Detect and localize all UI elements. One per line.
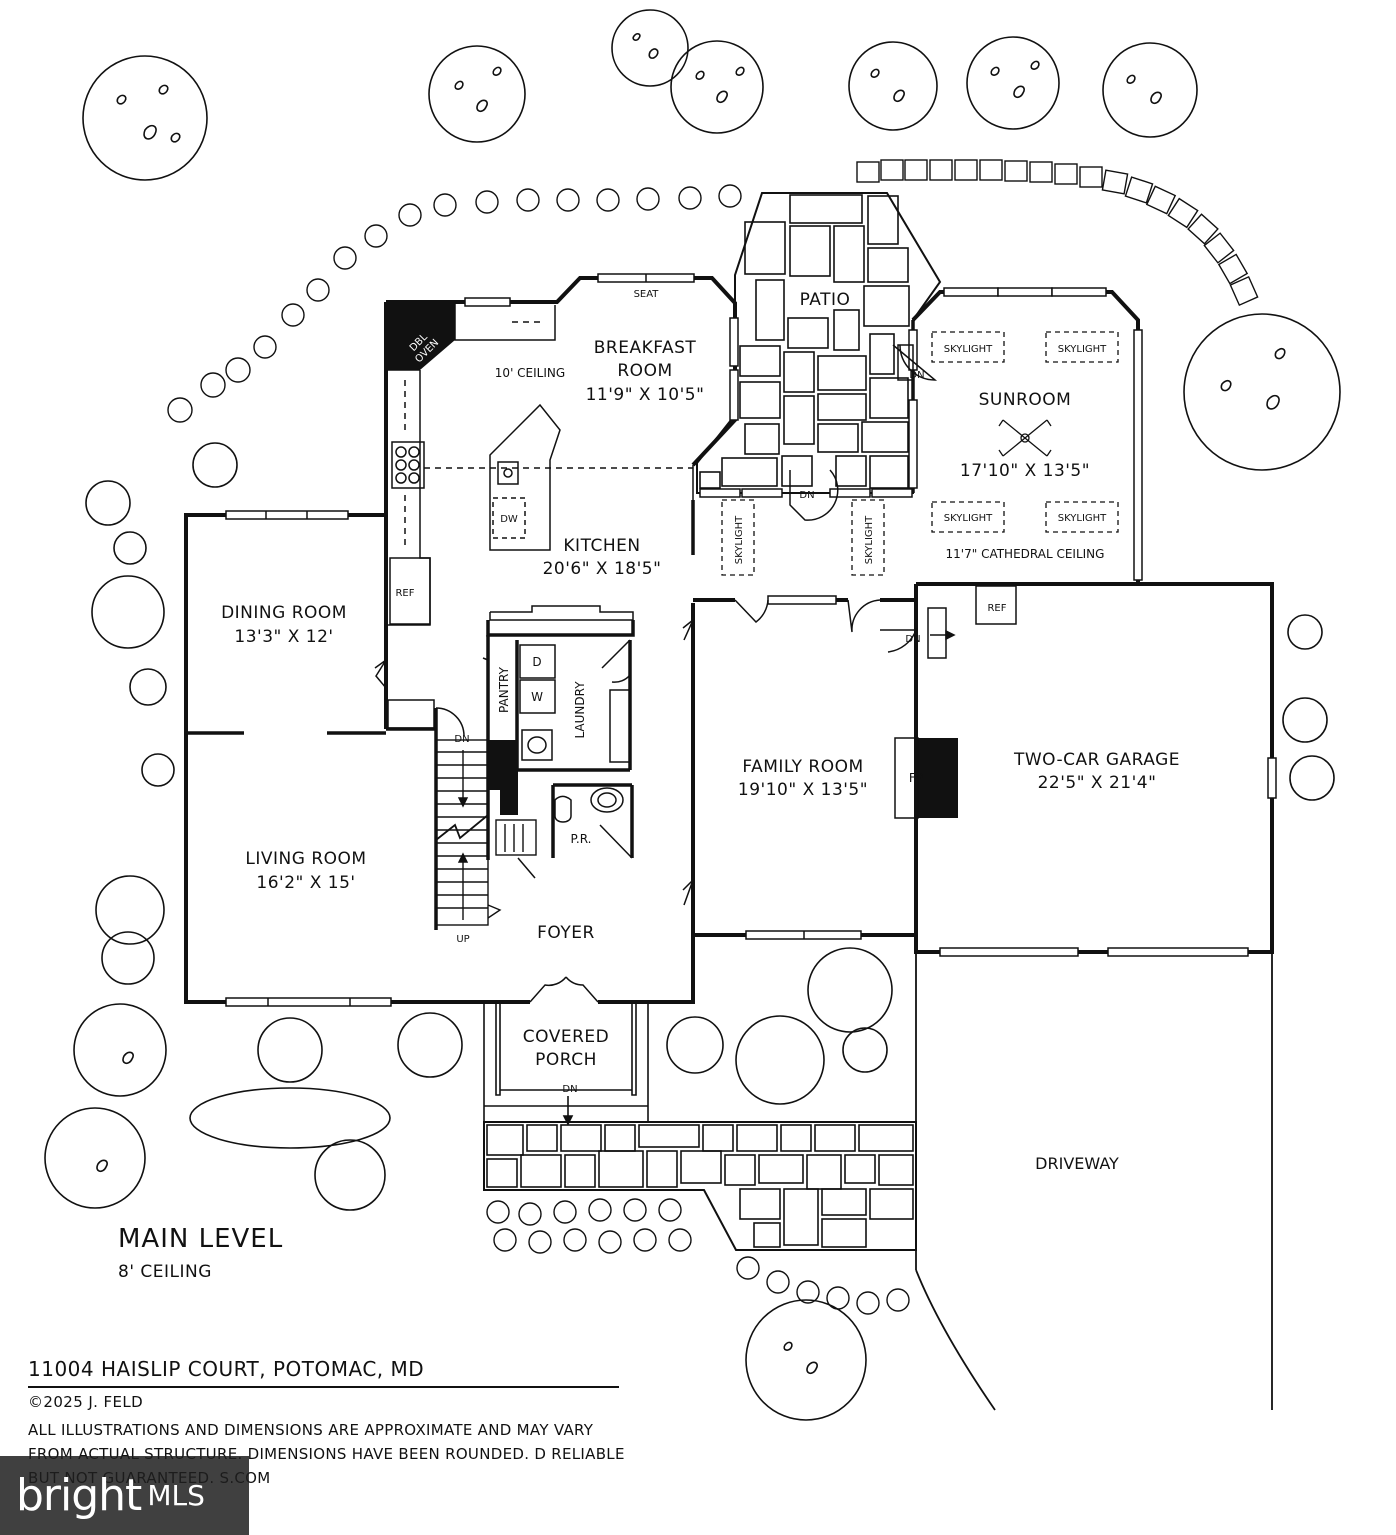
powder-room-label: P.R. [571, 832, 592, 846]
porch-name-2: PORCH [535, 1050, 597, 1070]
skylight-label: SKYLIGHT [864, 515, 875, 564]
dining-room-dims: 13'3" X 12' [234, 627, 333, 647]
skylight-label: SKYLIGHT [944, 344, 993, 355]
fireplace-label: FP [909, 771, 923, 785]
kitchen-ref-label: REF [395, 588, 414, 599]
patio-name: PATIO [800, 290, 851, 310]
sunroom-ceiling: 11'7" CATHEDRAL CEILING [946, 547, 1105, 561]
copyright: ©2025 J. FELD [28, 1393, 144, 1411]
skylight-label: SKYLIGHT [944, 513, 993, 524]
exterior-walls [184, 276, 1274, 1004]
garage-dn-label: DN [905, 634, 920, 645]
room-labels: BREAKFAST ROOM 11'9" X 10'5" 10' CEILING… [221, 290, 1180, 1173]
sunroom-fixtures [721, 331, 1119, 576]
laundry-label: LAUNDRY [573, 681, 587, 739]
interior-walls [186, 320, 915, 930]
breakfast-room-name-1: BREAKFAST [594, 338, 697, 358]
skylight-label: SKYLIGHT [1058, 344, 1107, 355]
sunroom-dims: 17'10" X 13'5" [960, 461, 1090, 481]
landscaping [44, 9, 1341, 1421]
pantry-label: PANTRY [497, 666, 511, 713]
living-room-dims: 16'2" X 15' [256, 873, 355, 893]
stair-down-label: DN [454, 734, 469, 745]
tree-icon [745, 1299, 867, 1421]
dishwasher-label: DW [500, 514, 518, 525]
breakfast-room-name-2: ROOM [617, 361, 672, 381]
covered-porch [483, 1002, 649, 1126]
tree-icon [1102, 42, 1198, 138]
tree-icon [848, 41, 938, 131]
skylight-label: SKYLIGHT [734, 515, 745, 564]
staircase [435, 739, 537, 926]
foyer-name: FOYER [537, 923, 595, 943]
watermark-brand: bright [16, 1470, 142, 1521]
level-title: MAIN LEVEL [118, 1224, 284, 1254]
driveway-name: DRIVEWAY [1035, 1154, 1119, 1173]
garage-dims: 22'5" X 21'4" [1038, 773, 1157, 793]
porch-name-1: COVERED [523, 1027, 609, 1047]
patio-dn-label: DN [799, 490, 814, 501]
dining-room-name: DINING ROOM [221, 603, 347, 623]
garage-name: TWO-CAR GARAGE [1013, 750, 1180, 770]
family-room-dims: 19'10" X 13'5" [738, 780, 868, 800]
tree-icon [670, 40, 764, 134]
washer-label: W [531, 690, 543, 704]
kitchen-dims: 20'6" X 18'5" [543, 559, 662, 579]
kitchen-ceiling: 10' CEILING [495, 366, 565, 380]
tree-icon [82, 55, 208, 181]
doors [374, 344, 938, 1003]
level-ceiling: 8' CEILING [118, 1262, 212, 1282]
kitchen-name: KITCHEN [563, 536, 640, 556]
tree-icon [966, 36, 1060, 130]
windows [225, 273, 1277, 1007]
watermark-mls: MLS [147, 1479, 205, 1512]
kitchen-fixtures [386, 302, 1017, 823]
tree-icon [44, 875, 167, 1209]
address-divider [28, 1386, 619, 1388]
dryer-label: D [532, 655, 541, 669]
skylight-label: SKYLIGHT [1058, 513, 1107, 524]
ceiling-fan-icon [998, 419, 1052, 457]
driveway [915, 952, 1273, 1411]
property-address: 11004 HAISLIP COURT, POTOMAC, MD [28, 1357, 425, 1381]
sunroom-dn-label: DN [909, 370, 924, 381]
living-room-name: LIVING ROOM [245, 849, 366, 869]
shrub-row [167, 184, 910, 1315]
porch-dn-label: DN [562, 1084, 577, 1095]
tree-icon [611, 9, 689, 87]
shrub-icon [85, 442, 1335, 1211]
seat-label: SEAT [634, 289, 660, 300]
breakfast-room-dims: 11'9" X 10'5" [586, 385, 705, 405]
family-room-name: FAMILY ROOM [742, 757, 863, 777]
tree-icon [1183, 313, 1341, 471]
bright-mls-watermark: bright MLS [0, 1456, 249, 1535]
stair-up-label: UP [456, 934, 469, 945]
stone-edging [856, 159, 1259, 307]
sunroom-name: SUNROOM [979, 390, 1072, 410]
front-walk [483, 1121, 917, 1251]
solid-blocks [386, 302, 958, 818]
garage-ref-label: REF [987, 603, 1006, 614]
tree-icon [428, 45, 526, 143]
